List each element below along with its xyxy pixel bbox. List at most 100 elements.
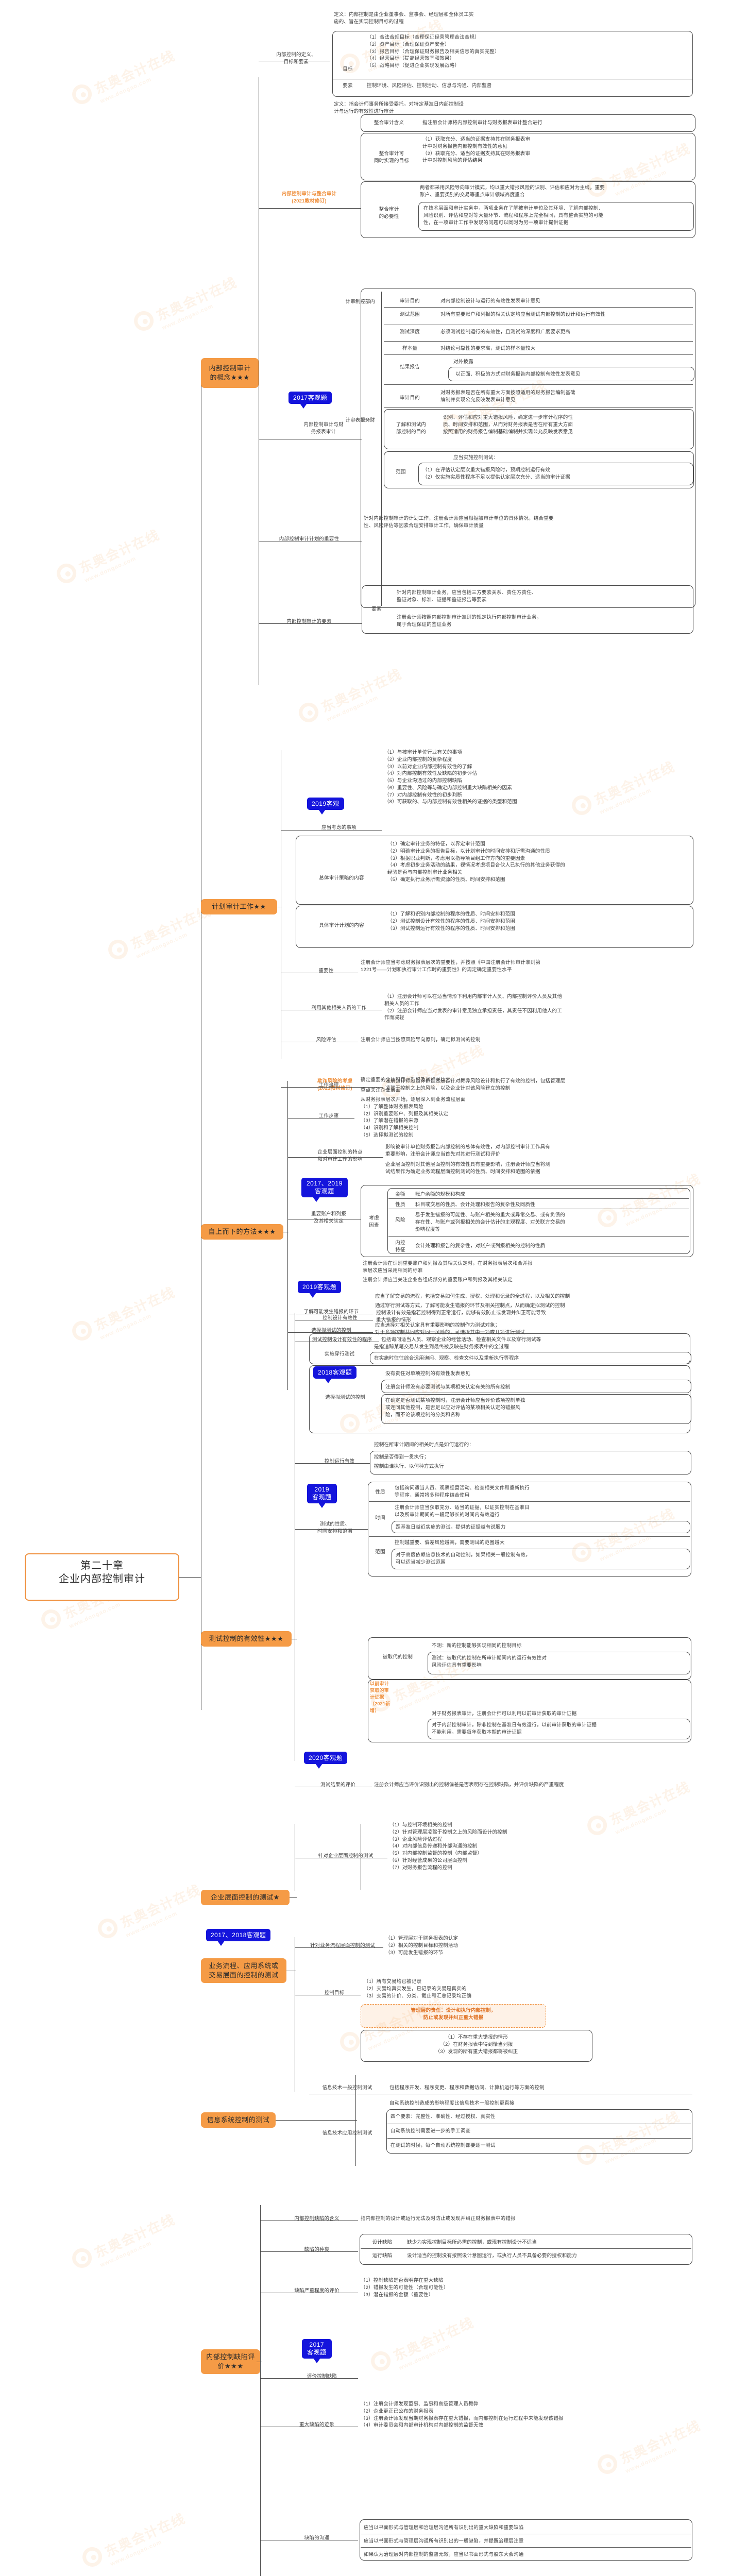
kind-value[interactable]: 设计适当的控制没有按照设计意图运行，或执行人员不具备必要的授权和能力	[407, 2253, 577, 2259]
node-integrated-audit-title[interactable]: 内部控制审计与整合审计 (2021教材修订)	[260, 191, 358, 205]
branch-plan-audit[interactable]: 计划审计工作★★	[201, 899, 277, 914]
node-comm-2[interactable]: 应当以书面形式与管理层沟通所有识别出的一般缺陷，并提醒治理层注意	[364, 2538, 524, 2544]
factor-value[interactable]: 会计处理和报告的复杂性，对账户或列报相关的控制的性质	[415, 1243, 546, 1249]
table-row-key[interactable]: 测试深度	[400, 329, 420, 335]
node-deficiency-definition-text[interactable]: 指内部控制的设计或运行无法及时防止或发现并纠正财务报表中的错报	[361, 2216, 516, 2222]
node-important-accounts-note2[interactable]: 注册会计师应当关注企业各组成部分的重要账户和列报及其相关认定	[363, 1277, 513, 1283]
node-prev-audit-evidence[interactable]: 以前审计 获取的审 计证据 （2021新 增）	[370, 1681, 391, 1714]
node-process-scope-items[interactable]: （1）管理层对于财务报表的认定 （2）相关的控制目标和控制活动 （3）可能发生错…	[385, 1936, 459, 1956]
node-plan-elements-text1[interactable]: 针对内部控制审计业务，应当包括三方要素关系、责任方责任、 鉴证对象、标准、证据和…	[397, 590, 537, 603]
node-entity-level-text1[interactable]: 影响被审计单位财务报告内部控制的总体有效性，对内部控制审计工作具有 重要影响，注…	[385, 1144, 551, 1157]
node-integrated-need-2[interactable]: 在技术层面和审计实务中，两项业务在了解被审计单位及其环境、了解内部控制、 风险识…	[423, 206, 604, 226]
node-itac-2[interactable]: 自动系统控制需要进一步的手工调查	[391, 2128, 471, 2134]
table-row-key[interactable]: 了解和测试内 部控制的目的	[396, 422, 427, 435]
node-it-application-control[interactable]: 信息技术应用控制测试	[322, 2130, 372, 2136]
node-important-accounts-note1[interactable]: 注册会计师在识别重要账户和列报及其相关认定时，在财务报表层次和合并报 表层次应当…	[363, 1261, 533, 1274]
node-deficiency-kinds[interactable]: 缺陷的种类	[304, 2247, 330, 2252]
node-use-other-work-text[interactable]: （1）注册会计师可以在适当情形下利用内部审计人员、内部控制评价人员及其他 相关人…	[384, 994, 562, 1021]
node-workflow[interactable]: 工作流程	[318, 1082, 339, 1088]
branch-topdown[interactable]: 自上而下的方法★★★	[201, 1224, 283, 1240]
node-work-steps-list[interactable]: 从财务报表层次开始，逐层深入到业务流程层面 （1）了解整体财务报表风险 （2）识…	[361, 1097, 466, 1138]
node-deficiency-communication[interactable]: 缺陷的沟通	[304, 2535, 330, 2541]
node-work-steps[interactable]: 工作步骤	[318, 1113, 339, 1119]
node-design-procedures[interactable]: 测试控制设计有效性的程序	[312, 1337, 372, 1343]
node-it-general-control-text[interactable]: 包括程序开发、程序变更、程序和数据访问、计算机运行等方面的控制	[389, 2085, 545, 2091]
node-control-target[interactable]: 控制目标	[324, 1990, 345, 1996]
branch-process-level-test[interactable]: 业务流程、应用系统或交易层面的控制的测试	[201, 1958, 286, 1983]
node-comm-3[interactable]: 如果认为治理层对内部控制的监督无效，应当以书面形式与股东大会沟通	[364, 2552, 524, 2557]
node-entity-level-items[interactable]: （1）与控制环境相关的控制 （2）针对管理层凌驾于控制之上的风险而设计的控制 （…	[389, 1822, 507, 1871]
node-workflow-text[interactable]: 确定重要的会计科目、列报及其相关认定	[361, 1077, 451, 1083]
kind-value[interactable]: 缺少为实现控制目标所必需的控制，或现有控制设计不适当	[407, 2240, 537, 2245]
branch-deficiency-eval[interactable]: 内部控制缺陷评价★★★	[201, 2349, 260, 2374]
node-important-accounts[interactable]: 重要账户和列报 及其相关认定	[311, 1211, 346, 1224]
node-walkthrough-text2[interactable]: 在实施时往往综合运用询问、观察、检查文件以及重新执行等程序	[374, 1355, 519, 1361]
node-overall-strategy-list[interactable]: （1）确定审计业务的特征，以界定审计范围 （2）明确审计业务的报告目标，以计划审…	[387, 841, 565, 883]
factor-key[interactable]: 内控 特征	[395, 1240, 405, 1253]
node-control-target-items[interactable]: （1）所有交易均已被记录 （2）交易均真实发生，已记录的交易是真实的 （3）交易…	[364, 1979, 472, 1999]
node-it-general-control[interactable]: 信息技术一般控制测试	[322, 2085, 372, 2091]
node-replaced-control-yes[interactable]: 测试：被取代的控制在所审计期间内的运行有效性对 风险评估具有重要影响	[432, 1655, 547, 1668]
node-integrated-goals-label[interactable]: 整合审计可 同时实现的目标	[374, 151, 409, 164]
node-risk-assessment[interactable]: 风险评估	[316, 1037, 336, 1043]
node-design-effectiveness[interactable]: 控制设计有效性	[322, 1315, 358, 1321]
table-row-key[interactable]: 测试范围	[400, 312, 420, 317]
node-integrated-need-1[interactable]: 两者都采用风险导向审计模式，均以重大错报风险的识别、评估和应对为主线，重要 账户…	[420, 185, 605, 198]
node-detail-plan-list[interactable]: （1）了解和识别内部控制的程序的性质、时间安排和范围 （2）测试控制设计有效性的…	[387, 911, 515, 931]
table-row-value[interactable]: 识别、评估和应对重大错报风险，确定进一步审计程序的性 质、时间安排和范围，从而对…	[443, 415, 573, 435]
node-def-goal-elements[interactable]: 内部控制的定义、 目标和要素	[276, 52, 316, 65]
node-ic-audit-definition[interactable]: 定义：指会计师事务所接受委托，对特定基准日内部控制设 计与运行的有效性进行审计	[334, 101, 464, 114]
nte-value-sub[interactable]: 距基准日越近实施的测试，提供的证据越有说服力	[396, 1524, 506, 1530]
node-plan-elements-text2[interactable]: 注册会计师按照内部控制审计准则的规定执行内部控制审计业务， 属于合理保证的鉴证业…	[397, 615, 542, 628]
factor-key[interactable]: 性质	[395, 1202, 405, 1208]
nte-value[interactable]: 包括询问适当人员、观察经营活动、检查相关文件和重新执行 等程序，通常将多种程序结…	[395, 1485, 530, 1498]
node-itac-top[interactable]: 自动系统控制造成的影响程度比信息技术一般控制更直接	[389, 2100, 515, 2106]
table-row-value[interactable]: 应当实施控制测试：	[453, 455, 499, 461]
factor-key[interactable]: 风险	[395, 1217, 405, 1223]
factor-value[interactable]: 账户余额的规模和构成	[415, 1192, 466, 1197]
node-itac-3[interactable]: 在测试的时候，每个自动系统控制都要逐一测试	[391, 2143, 496, 2148]
node-integrated-need-label[interactable]: 整合审计 的必要性	[379, 207, 399, 219]
node-fraud-risk-text[interactable]: 注册会计师应当评价企业是否针对舞弊风险设计和执行了有效的控制，包括管理层 凌驾于…	[385, 1078, 566, 1091]
node-goal-label[interactable]: 目标	[343, 66, 353, 72]
node-process-scope[interactable]: 针对业务流程层面控制的测试	[310, 1943, 376, 1948]
node-elements-label[interactable]: 要素	[343, 83, 353, 89]
node-integrated-goals-text[interactable]: （1）获取充分、适当的证据支持其在财务报表审 计中对财务报告内部控制有效性的意见…	[422, 137, 531, 164]
nte-key[interactable]: 范围	[375, 1549, 385, 1555]
table-row-value[interactable]: 对外披露	[453, 359, 473, 365]
node-workflow-text2[interactable]: 重点关注企业层面	[361, 1088, 401, 1093]
table-row-key[interactable]: 样本量	[402, 346, 418, 351]
node-material-weakness-items[interactable]: （1）注册会计师发现董事、监事和高级管理人员舞弊 （2）企业更正已公布的财务报表…	[361, 2401, 564, 2429]
table-row-value[interactable]: 必须测试控制运行的有效性，且测试的深度和广度要求更高	[440, 329, 571, 335]
node-prev-evidence-text2[interactable]: 对于内部控制审计，除非控制在基准日有效运行，以前审计获取的审计证据 不能利用，需…	[432, 1722, 597, 1735]
branch-ic-concept[interactable]: 内部控制审计的概念★★★	[201, 358, 259, 388]
branch-it-control-test[interactable]: 信息系统控制的测试	[201, 2112, 276, 2128]
node-goals-list[interactable]: （1）合法合规目标（合理保证经营管理合法合规） （2）资产目标（合理保证资产安全…	[367, 35, 500, 69]
node-error-source-text2[interactable]: 通过穿行测试等方式，了解可能发生错报的环节及相关控制点，从而确定拟测试的控制	[375, 1303, 565, 1309]
node-select-test-text1[interactable]: 没有责任对单项控制的有效性发表意见	[385, 1371, 470, 1377]
kind-key[interactable]: 设计缺陷	[372, 2240, 393, 2245]
node-entity-level-test-content[interactable]: 针对企业层面控制的测试	[318, 1853, 374, 1859]
node-operating-eff-top[interactable]: 控制在所审计期间的相关时点是如何运行的：	[374, 1442, 474, 1448]
node-comm-1[interactable]: 应当以书面形式与管理层和治理层沟通所有识别出的重大缺陷和重要缺陷	[364, 2525, 524, 2531]
nte-key[interactable]: 时间	[375, 1515, 385, 1521]
nte-key[interactable]: 性质	[375, 1489, 385, 1495]
table-row-key[interactable]: 范围	[396, 469, 406, 475]
factor-key[interactable]: 金额	[395, 1192, 405, 1197]
table-row-key[interactable]: 结果报告	[400, 364, 420, 370]
table-row-value[interactable]: 对内部控制设计与运行的有效性发表审计意见	[440, 298, 541, 304]
branch-test-effectiveness[interactable]: 测试控制的有效性★★★	[201, 1631, 292, 1647]
nte-value[interactable]: 控制越重要、偏差风险越高，需要测试的范围越大	[395, 1540, 505, 1546]
node-deficiency-definition[interactable]: 内部控制缺陷的含义	[294, 2216, 339, 2222]
table-row-value[interactable]: 以正面、积极的方式对财务报告内部控制有效性发表意见	[455, 371, 581, 377]
node-overall-strategy[interactable]: 总体审计策略的内容	[319, 875, 364, 881]
table-row-value[interactable]: 对财务报表是否在所有重大方面按照适用的财务报告编制基础 编制并实现公允反映发表审…	[440, 390, 575, 403]
node-test-result-eval-text[interactable]: 注册会计师应当评价识别出的控制偏差是否表明存在控制缺陷，并评价缺陷的严重程度	[374, 1782, 564, 1788]
node-replaced-control[interactable]: 被取代的控制	[382, 1654, 413, 1660]
node-replaced-control-no[interactable]: 不测：新的控制能够实现相同的控制目标	[432, 1643, 522, 1649]
node-design-effectiveness-text[interactable]: 控制设计有效是指若控制得到正常运行，能够有效防止或发现并纠正可能导致 重大错报的…	[376, 1310, 546, 1323]
node-select-test-text2[interactable]: 注册会计师没有必要测试与某项相关认定有关的所有控制	[385, 1384, 511, 1390]
node-risk-assessment-text[interactable]: 注册会计师应当按照风险导向原则，确定拟测试的控制	[361, 1037, 481, 1043]
node-entity-level-text2[interactable]: 企业层面控制对其他层面控制的有效性具有重要影响，注册会计师应当将测 试结果作为确…	[385, 1162, 551, 1175]
table-row-value[interactable]: 对结论可靠性的要求高，测试的样本量较大	[440, 346, 536, 351]
